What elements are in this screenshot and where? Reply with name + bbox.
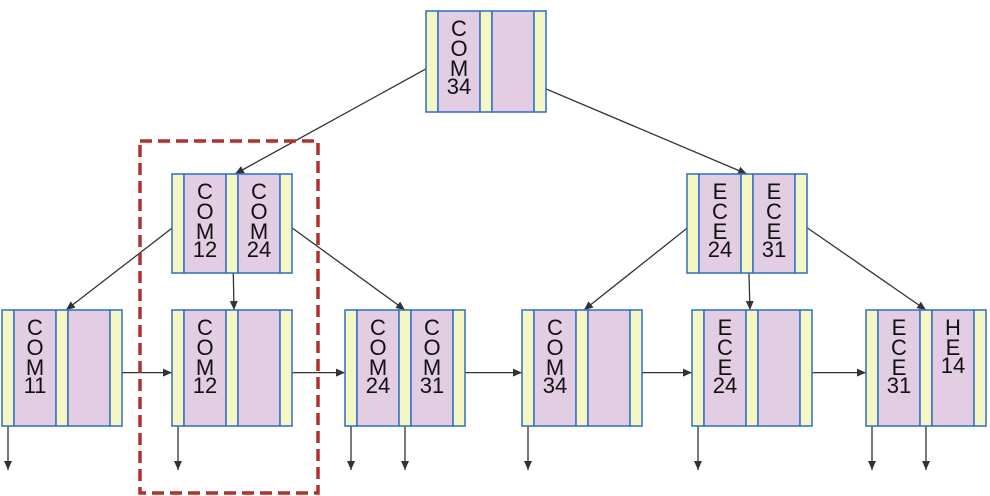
key-slot	[13, 309, 57, 427]
child-pointer-edge	[234, 64, 433, 175]
child-pointer-edge	[800, 222, 927, 311]
pointer-slot	[629, 309, 643, 427]
key-slot	[491, 10, 535, 113]
pointer-slot	[279, 173, 293, 274]
pointer-slot	[745, 309, 759, 427]
pointer-slot	[1, 309, 15, 427]
pointer-slot	[171, 173, 185, 274]
pointer-slot	[533, 10, 547, 113]
key-slot	[698, 173, 742, 274]
pointer-slot	[225, 173, 239, 274]
key-slot	[931, 309, 975, 427]
pointer-slot	[799, 309, 813, 427]
key-slot	[410, 309, 454, 427]
pointer-slot	[452, 309, 466, 427]
child-pointer-edge	[583, 222, 694, 311]
pointer-slot	[398, 309, 412, 427]
key-slot	[67, 309, 111, 427]
pointer-slot	[344, 309, 358, 427]
key-slot	[757, 309, 801, 427]
key-slot	[437, 10, 481, 113]
pointer-slot	[279, 309, 293, 427]
key-slot	[237, 309, 281, 427]
key-slot	[183, 173, 227, 274]
key-slot	[183, 309, 227, 427]
pointer-slot	[225, 309, 239, 427]
pointer-slot	[865, 309, 879, 427]
child-pointer-edge	[65, 222, 179, 311]
pointer-slot	[425, 10, 439, 113]
child-pointer-edge	[285, 222, 406, 311]
pointer-slot	[973, 309, 987, 427]
pointer-slot	[691, 309, 705, 427]
pointer-slot	[575, 309, 589, 427]
key-slot	[877, 309, 921, 427]
key-slot	[587, 309, 631, 427]
key-slot	[356, 309, 400, 427]
pointer-slot	[479, 10, 493, 113]
pointer-slot	[794, 173, 808, 274]
pointer-slot	[919, 309, 933, 427]
key-slot	[703, 309, 747, 427]
overlay-layer	[138, 139, 320, 495]
pointer-slot	[740, 173, 754, 274]
pointer-slot	[109, 309, 123, 427]
pointer-slot	[686, 173, 700, 274]
highlight-selection-box	[138, 139, 320, 495]
pointer-slot	[521, 309, 535, 427]
pointer-slot	[171, 309, 185, 427]
pointer-slot	[55, 309, 69, 427]
